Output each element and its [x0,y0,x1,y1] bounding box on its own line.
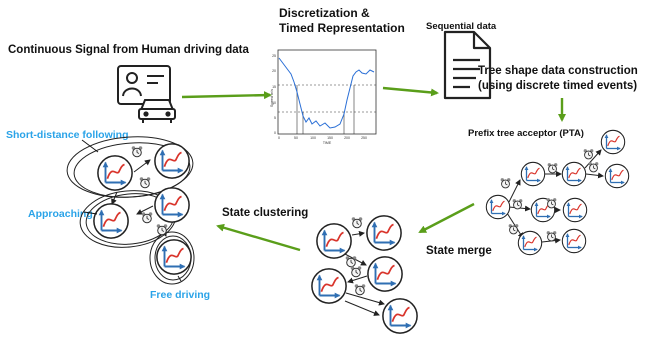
merged-state-node [368,257,402,291]
alarm-clock-icon [345,256,357,268]
pta-node [605,164,628,187]
pta-node [521,162,544,185]
pta-node [518,231,541,254]
state-merge-label: State merge [426,245,492,257]
cluster-nodes [94,144,191,274]
short-distance-label: Short-distance following [6,129,129,141]
arrow-pta-to-merge [418,202,475,234]
approaching-label: Approaching [28,208,93,220]
alarm-clock-icon [546,231,557,242]
x-tick-0: 0 [278,136,280,140]
x-tick-100: 100 [310,136,316,140]
flow-arrows [181,86,566,252]
cluster-short-distance-outer [73,142,191,198]
label-pointers [81,139,182,282]
tree-construction-line1: Tree shape data construction [478,65,638,77]
free-driving-label: Free driving [150,289,211,301]
x-tick-250: 250 [361,136,367,140]
pta-label: Prefix tree acceptor (PTA) [468,128,584,139]
continuous-signal-label: Continuous Signal from Human driving dat… [8,44,249,56]
merged-state-node [317,224,351,258]
cluster-free-driving [149,231,195,285]
discretization-title: Discretization & Timed Representation [279,6,405,36]
alarm-clock-icon [354,284,366,296]
alarm-clock-icon [156,224,168,236]
x-tick-150: 150 [327,136,333,140]
cluster-state-node [94,204,128,238]
pta-node-root [486,195,509,218]
pta-nodes [486,130,628,254]
y-tick-10: 10 [272,101,276,105]
document-icon [443,30,492,100]
alarm-clock-icon [583,149,594,160]
merged-state-node [312,269,346,303]
cluster-state-node [157,240,191,274]
arrow-signal-to-plot [181,91,272,100]
y-tick-5: 5 [274,116,276,120]
alarm-clock-icon [547,163,558,174]
merged-state-node [367,216,401,250]
alarm-clock-icon [508,224,519,235]
cluster-state-node [155,144,189,178]
driver-license-car-icon [117,65,176,123]
merge-edges [344,230,385,316]
speed-plot: Speed m/s 25 20 15 10 5 0 0 50 100 150 2… [270,49,377,145]
alarm-clock-icon [131,146,143,158]
discretization-title-line2: Timed Representation [279,21,405,35]
alarm-clock-icon [139,177,151,189]
merge-nodes [312,216,417,333]
tree-construction-line2: (using discrete timed events) [478,80,638,92]
state-clustering-label: State clustering [222,207,309,219]
sequential-data-label: Sequential data [426,21,497,32]
discretization-title-line1: Discretization & [279,6,370,20]
pta-node [562,229,585,252]
y-tick-15: 15 [272,85,276,89]
alarm-clock-icon [546,198,557,209]
alarm-clock-icon [512,199,523,210]
arrow-plot-to-document [382,86,439,97]
y-tick-20: 20 [272,69,276,73]
y-tick-0: 0 [274,131,276,135]
cluster-state-node [155,188,189,222]
x-tick-50: 50 [294,136,298,140]
pta-node [601,130,624,153]
alarm-clock-icon [350,266,362,278]
cluster-state-node [98,156,132,190]
y-axis-label: Speed m/s [270,89,274,107]
arrow-merge-to-clustering [216,223,301,252]
pta-node [562,162,585,185]
pta-clocks [500,149,599,242]
alarm-clock-icon [351,217,363,229]
alarm-clock-icon [500,178,511,189]
merged-state-node [383,299,417,333]
x-axis-label: TIME [323,141,332,145]
pta-node [563,198,586,221]
y-tick-25: 25 [272,54,276,58]
alarm-clock-icon [141,212,153,224]
x-tick-200: 200 [344,136,350,140]
alarm-clock-icon [588,162,599,173]
tree-construction-label: Tree shape data construction (using disc… [478,64,638,94]
